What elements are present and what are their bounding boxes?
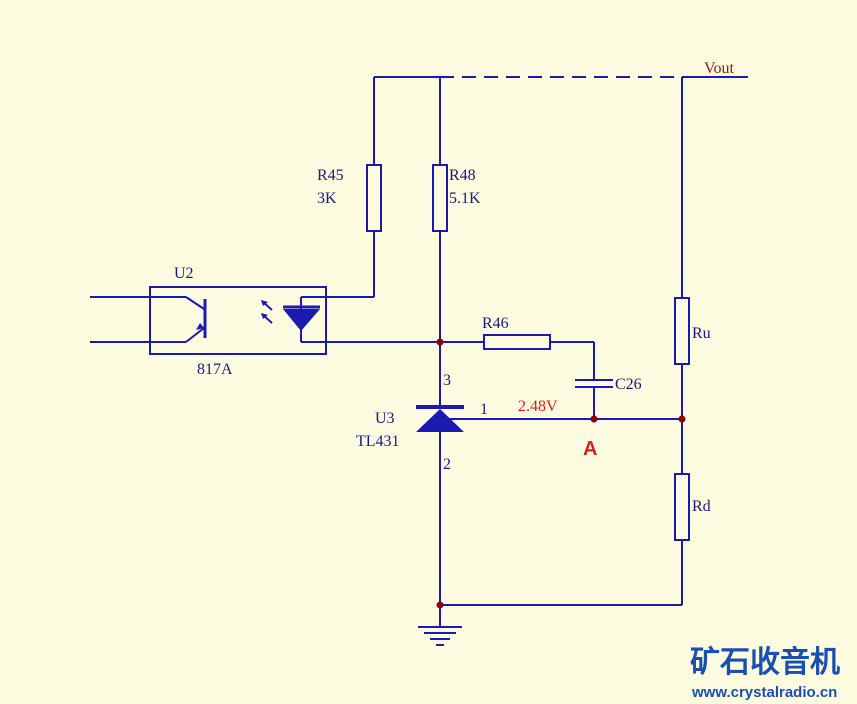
label-pin1: 1 [480,401,488,418]
resistor-ru [674,297,690,365]
transistor-emitter-arrow [196,323,204,330]
label-node-a: A [583,438,597,460]
tl431-cathode-bar [416,405,464,409]
label-r45-ref: R45 [317,167,344,184]
resistor-r45 [366,164,382,232]
resistor-rd [674,473,690,541]
label-ru: Ru [692,325,711,342]
label-pin2: 2 [443,456,451,473]
label-c26-ref: C26 [615,376,642,393]
label-voltage: 2.48V [518,398,558,415]
junction-ground [436,601,444,609]
label-r45-value: 3K [317,190,337,207]
label-u2-part: 817A [197,361,233,378]
resistor-r48 [432,164,448,232]
optocoupler-u2-body [149,286,327,355]
tl431-triangle [416,409,464,432]
label-r48-value: 5.1K [449,190,481,207]
wire-u2-c [185,296,205,310]
wire-u2-e [185,327,205,343]
label-u2-ref: U2 [174,265,194,282]
led-triangle [283,309,320,331]
resistor-r46 [483,334,551,350]
label-r46-ref: R46 [482,315,509,332]
junction-top-r48 [436,338,444,346]
watermark-title: 矿石收音机 [690,645,840,679]
label-u3-ref: U3 [375,410,395,427]
label-u3-part: TL431 [356,433,400,450]
label-vout: Vout [704,60,734,77]
label-r48-ref: R48 [449,167,476,184]
junction-ru-rd [678,415,686,423]
light-arrow-head-1 [261,300,268,306]
light-arrow-head-2 [261,313,268,319]
watermark-url: www.crystalradio.cn [691,684,837,701]
junction-node-a [590,415,598,423]
label-rd: Rd [692,498,711,515]
label-pin3: 3 [443,372,451,389]
